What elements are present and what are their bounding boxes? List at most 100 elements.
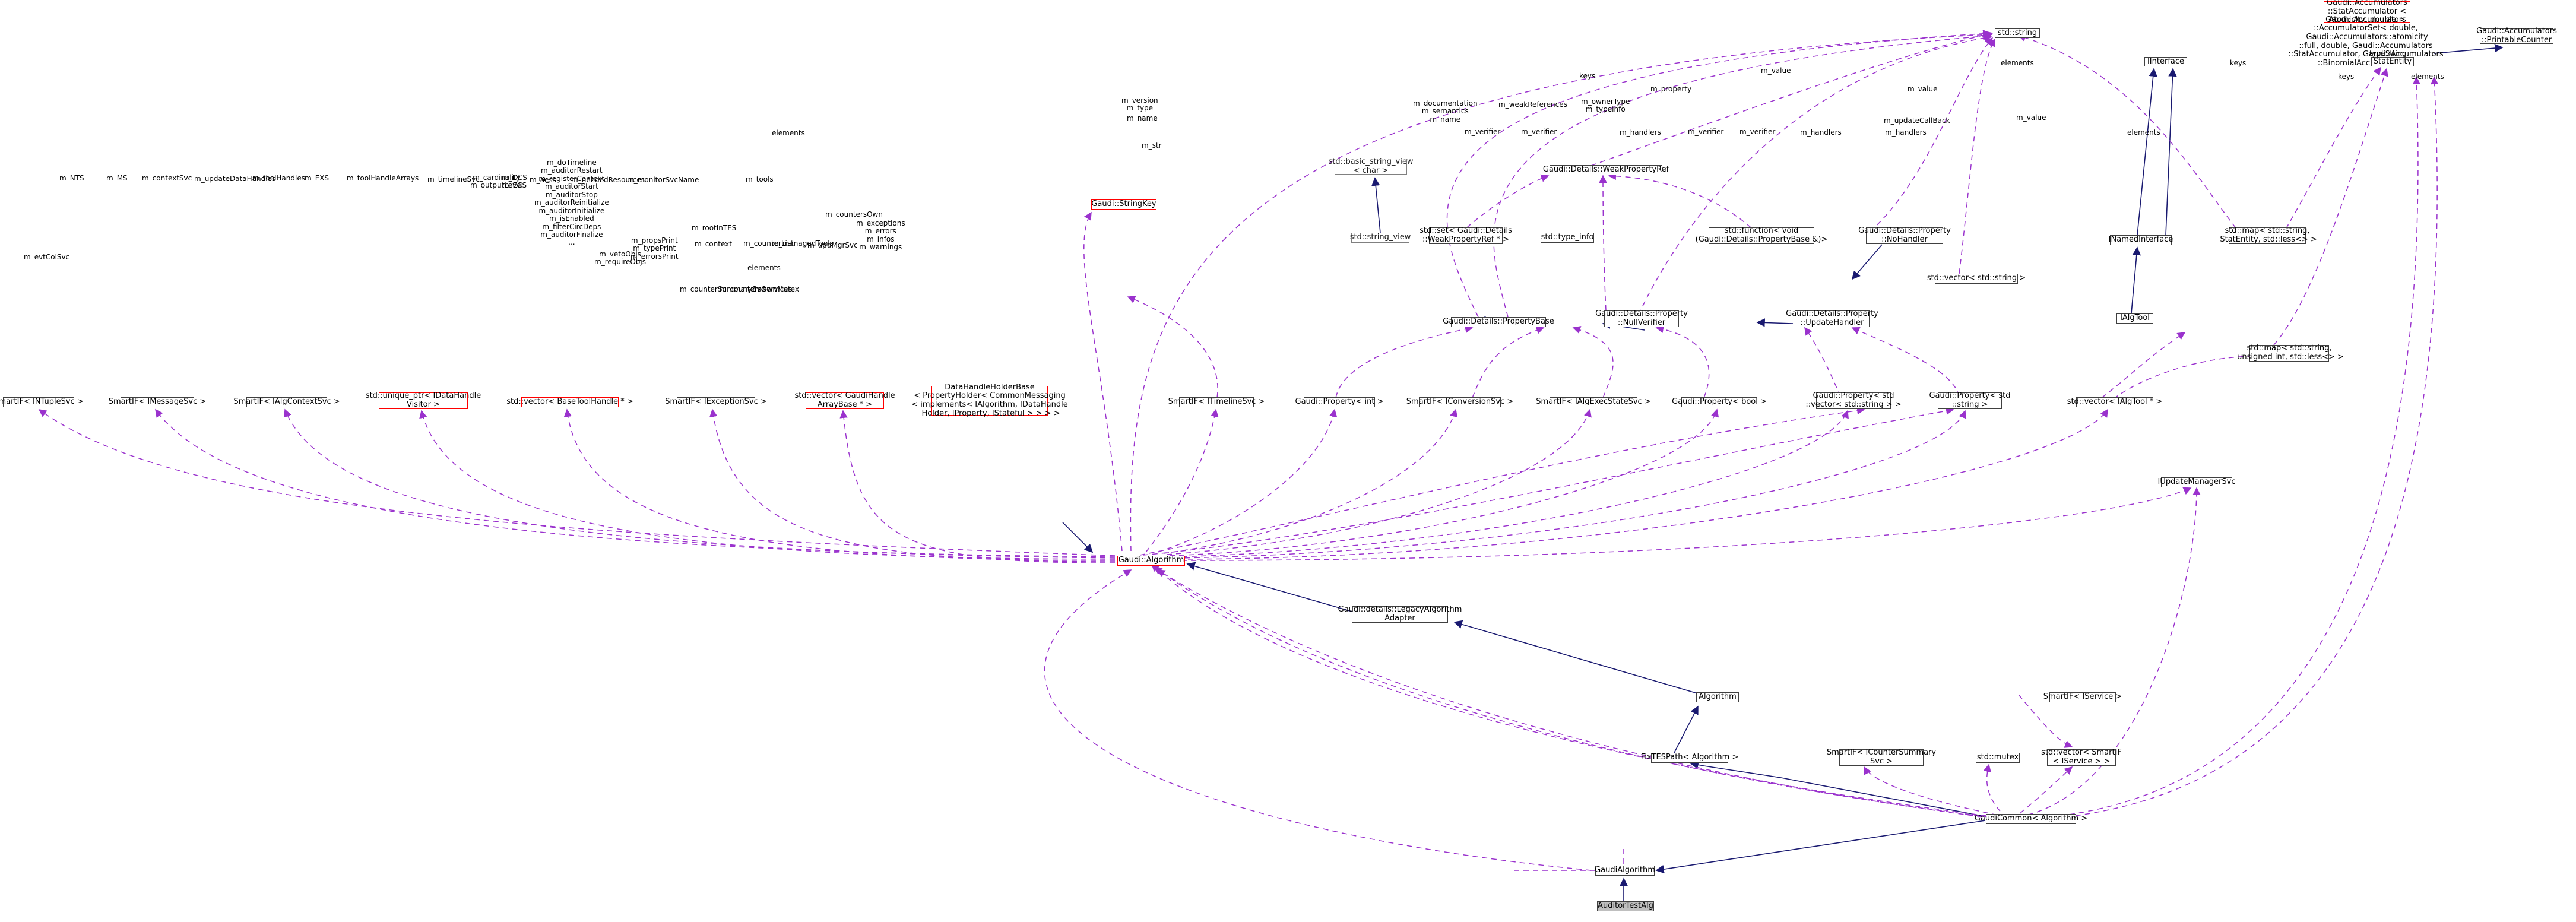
edge-label: elements [2001, 59, 2034, 67]
class-node-auditortestalg[interactable]: AuditorTestAlg [1597, 901, 1654, 911]
class-node-vecialgtool[interactable]: std::vector< IAlgTool * > [2067, 397, 2163, 407]
edge-label: m_updMgrSvc [807, 241, 858, 249]
class-node-nohandler[interactable]: Gaudi::Details::Property ::NoHandler [1858, 226, 1951, 244]
class-node-uniqueptr[interactable]: std::unique_ptr< IDataHandle Visitor > [365, 391, 481, 409]
edge-label: m_counterList [743, 239, 794, 248]
class-node-prop_bool[interactable]: Gaudi::Property< bool > [1672, 397, 1767, 407]
edge-label: m_propsPrint m_typePrint m_errorsPrint [630, 236, 679, 261]
edge-label: m_updateDataHandles [194, 175, 276, 183]
class-node-gaudicommon[interactable]: GaudiCommon< Algorithm > [1974, 814, 2088, 824]
edge-label: m_counterSummarySvc [680, 285, 765, 293]
edge-label: m_countersOwnMutex [720, 285, 799, 293]
class-node-stdfunction[interactable]: std::function< void (Gaudi::Details::Pro… [1695, 226, 1828, 244]
class-node-printable[interactable]: Gaudi::Accumulators ::PrintableCounter [2476, 27, 2557, 45]
class-node-dhhb[interactable]: DataHandleHolderBase < PropertyHolder< C… [911, 382, 1068, 418]
edge-label: m_toolHandles [252, 174, 305, 182]
class-node-nullverifier[interactable]: Gaudi::Details::Property ::NullVerifier [1595, 309, 1688, 327]
edge-label: elements [2411, 72, 2444, 81]
class-node-gaudialgorithm[interactable]: GaudiAlgorithm [1595, 866, 1655, 876]
edge-label: keys [2230, 59, 2247, 67]
class-node-prop_string[interactable]: Gaudi::Property< std ::string > [1929, 391, 2011, 409]
class-node-updatehandler[interactable]: Gaudi::Details::Property ::UpdateHandler [1786, 309, 1878, 327]
edge-label: elements [747, 264, 781, 272]
edge-label: m_value [1761, 66, 1791, 75]
edge-label: m_exceptions m_errors m_infos m_warnings [856, 219, 905, 252]
edge-label: typeString [2369, 49, 2407, 58]
class-node-sf_intuplesvc[interactable]: SmartIF< INTupleSvc > [0, 397, 84, 407]
class-node-sf_icountsum[interactable]: SmartIF< ICounterSummary Svc > [1826, 748, 1937, 766]
class-node-sf_itimeline[interactable]: SmartIF< ITimelineSvc > [1168, 397, 1265, 407]
edge-label: m_countersOwn [825, 210, 883, 218]
edge-label: m_vetoObjs m_requireObjs [594, 250, 646, 267]
class-node-legacyadapter[interactable]: Gaudi::details::LegacyAlgorithm Adapter [1338, 605, 1462, 623]
class-node-basicsv[interactable]: std::basic_string_view < char > [1328, 157, 1414, 175]
class-node-mapstatentity[interactable]: std::map< std::string, StatEntity, std::… [2220, 226, 2317, 244]
class-node-gaudialg[interactable]: Gaudi::Algorithm [1117, 556, 1185, 566]
class-node-vecsfiservice[interactable]: std::vector< SmartIF < IService > > [2041, 748, 2122, 766]
edge-label: m_handlers [1885, 128, 1927, 137]
class-node-ialgtool[interactable]: IAlgTool [2116, 313, 2153, 324]
class-node-vecstring[interactable]: std::vector< std::string > [1927, 274, 2026, 284]
class-node-stdmutex[interactable]: std::mutex [1976, 753, 2020, 763]
edge-label: m_aess [530, 176, 556, 184]
edge-label: m_managedTools [772, 239, 834, 248]
edge-label: m_services [752, 285, 792, 293]
class-node-sf_imessagesvc[interactable]: SmartIF< IMessageSvc > [108, 397, 207, 407]
class-node-sf_iexception[interactable]: SmartIF< IExceptionSvc > [665, 397, 767, 407]
edge-label: m_str [1142, 141, 1162, 150]
edge-label: m_verifier [1688, 128, 1724, 136]
edge-label: m_tools [746, 175, 774, 183]
class-node-propertybase[interactable]: Gaudi::Details::PropertyBase [1443, 317, 1554, 327]
class-node-stringkey[interactable]: Gaudi::StringKey [1091, 199, 1156, 210]
class-node-sf_ialgexec[interactable]: SmartIF< IAlgExecStateSvc > [1536, 397, 1651, 407]
class-node-stdstring[interactable]: std::string [1995, 28, 2040, 38]
edge-label: keys [2338, 72, 2355, 81]
edge-label: m_ownerType m_typeinfo [1581, 97, 1630, 114]
class-node-typeinfo[interactable]: std::type_info [1541, 233, 1594, 243]
class-node-statacc[interactable]: Gaudi::Accumulators ::StatAccumulator < … [2324, 0, 2410, 24]
edge-label: m_contextSvc [142, 174, 192, 182]
class-node-prop_vecstring[interactable]: Gaudi::Property< std ::vector< std::stri… [1805, 391, 1902, 409]
class-node-interface[interactable]: IInterface [2144, 57, 2187, 66]
class-node-weakpropref[interactable]: Gaudi::Details::WeakPropertyRef [1542, 165, 1669, 175]
class-node-inamedint[interactable]: INamedInterface [2108, 235, 2173, 245]
class-node-sf_ialgctxsvc[interactable]: SmartIF< IAlgContextSvc > [233, 397, 340, 407]
class-node-algorithm[interactable]: Algorithm [1696, 692, 1739, 702]
class-node-iupdatemgr[interactable]: IUpdateManagerSvc [2157, 477, 2236, 487]
edge-label: elements [2127, 128, 2160, 137]
edge-label: m_timelineSvc [427, 175, 480, 183]
edge-label: m_DCS m_ECS [502, 173, 527, 190]
edge-label: m_property [1650, 85, 1692, 93]
edge-label: m_rootInTES [692, 224, 737, 232]
class-node-setweak[interactable]: std::set< Gaudi::Details ::WeakPropertyR… [1420, 226, 1512, 244]
class-node-mapunsigned[interactable]: std::map< std::string, unsigned int, std… [2237, 344, 2344, 362]
edge-label: m_name [1127, 114, 1158, 122]
edge-label: m_handlers [1800, 128, 1842, 137]
edge-label: m_MS [106, 174, 128, 182]
class-node-vecgaudihandle[interactable]: std::vector< GaudiHandle ArrayBase * > [794, 391, 895, 409]
edge-label: m_cardinality m_outputLevel [470, 173, 523, 190]
class-node-fixtespath[interactable]: FixTESPath< Algorithm > [1640, 753, 1739, 763]
edge-label: m_verifier [1465, 128, 1501, 136]
edge-label: m_context [695, 240, 732, 248]
class-node-stringview[interactable]: std::string_view [1349, 233, 1411, 243]
edge-label: m_value [2016, 113, 2046, 122]
edge-label: keys [1579, 72, 1596, 80]
edge-label: m_handlers [1620, 128, 1661, 137]
edge-label: m_value [1908, 85, 1938, 93]
class-node-sf_iservice[interactable]: SmartIF< IService > [2043, 692, 2122, 702]
class-node-accset[interactable]: Gaudi::Accumulators ::AccumulatorSet< do… [2288, 15, 2443, 67]
edge-label: m_neededResources [571, 176, 645, 184]
edge-label: elements [772, 129, 805, 137]
edge-label: m_doTimeline m_auditorRestart m_register… [534, 159, 609, 247]
edge-label: m_NTS [59, 174, 84, 182]
edge-label: m_toolHandleArrays [347, 174, 419, 182]
edge-label: m_monitorSvcName [627, 176, 699, 184]
class-node-sf_iconversion[interactable]: SmartIF< IConversionSvc > [1406, 397, 1514, 407]
edge-label: m_evtColSvc [24, 253, 70, 261]
class-node-statentity[interactable]: StatEntity [2371, 57, 2414, 66]
class-node-prop_int[interactable]: Gaudi::Property< int > [1295, 397, 1384, 407]
class-node-vecbasetool[interactable]: std::vector< BaseToolHandle * > [506, 397, 633, 407]
